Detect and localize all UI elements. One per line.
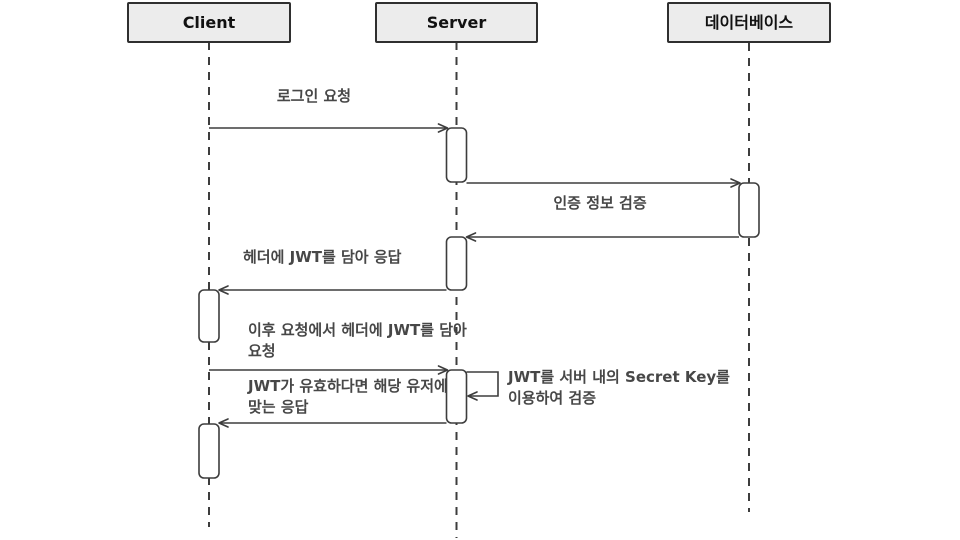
- arrowhead-left-icon: [467, 391, 478, 401]
- message-label-valid-response-line1: JWT가 유효하다면 해당 유저에: [247, 377, 448, 395]
- message-label-subsequent-request-line1: 이후 요청에서 헤더에 JWT를 담아: [248, 321, 467, 339]
- actor-server: Server: [375, 2, 538, 43]
- message-label-subsequent-request-line2: 요청: [248, 342, 276, 360]
- message-label-jwt-self-verify-line2: 이용하여 검증: [508, 389, 596, 407]
- message-label-login-request: 로그인 요청: [277, 87, 351, 105]
- activation-bar-server-1: [445, 127, 468, 183]
- actor-label-database: 데이터베이스: [705, 13, 794, 32]
- activation-bar-client-1: [198, 289, 220, 343]
- message-line-jwt-self-verify: [466, 371, 499, 397]
- arrowhead-right-icon: [437, 123, 449, 133]
- actor-database: 데이터베이스: [667, 2, 831, 43]
- arrowhead-left-icon: [218, 285, 229, 295]
- message-label-verify-credentials: 인증 정보 검증: [553, 194, 646, 212]
- message-label-jwt-self-verify-line1: JWT를 서버 내의 Secret Key를: [507, 368, 730, 386]
- activation-bar-client-2: [198, 423, 220, 479]
- arrowhead-right-icon: [730, 178, 741, 188]
- activation-bar-server-2: [445, 236, 468, 291]
- arrowhead-left-icon: [465, 232, 477, 242]
- actor-box-server: [375, 2, 538, 43]
- actor-label-client: Client: [183, 13, 236, 32]
- activation-bar-database: [738, 182, 760, 238]
- actor-label-server: Server: [427, 13, 487, 32]
- arrowhead-left-icon: [218, 418, 229, 428]
- message-label-valid-response-line2: 맞는 응답: [248, 398, 309, 416]
- message-label-jwt-response: 헤더에 JWT를 담아 응답: [243, 248, 402, 266]
- actor-box-client: [127, 2, 291, 43]
- actor-client: Client: [127, 2, 291, 43]
- arrowhead-right-icon: [437, 365, 449, 375]
- activation-bar-server-3: [445, 369, 468, 424]
- actor-box-database: [667, 2, 831, 43]
